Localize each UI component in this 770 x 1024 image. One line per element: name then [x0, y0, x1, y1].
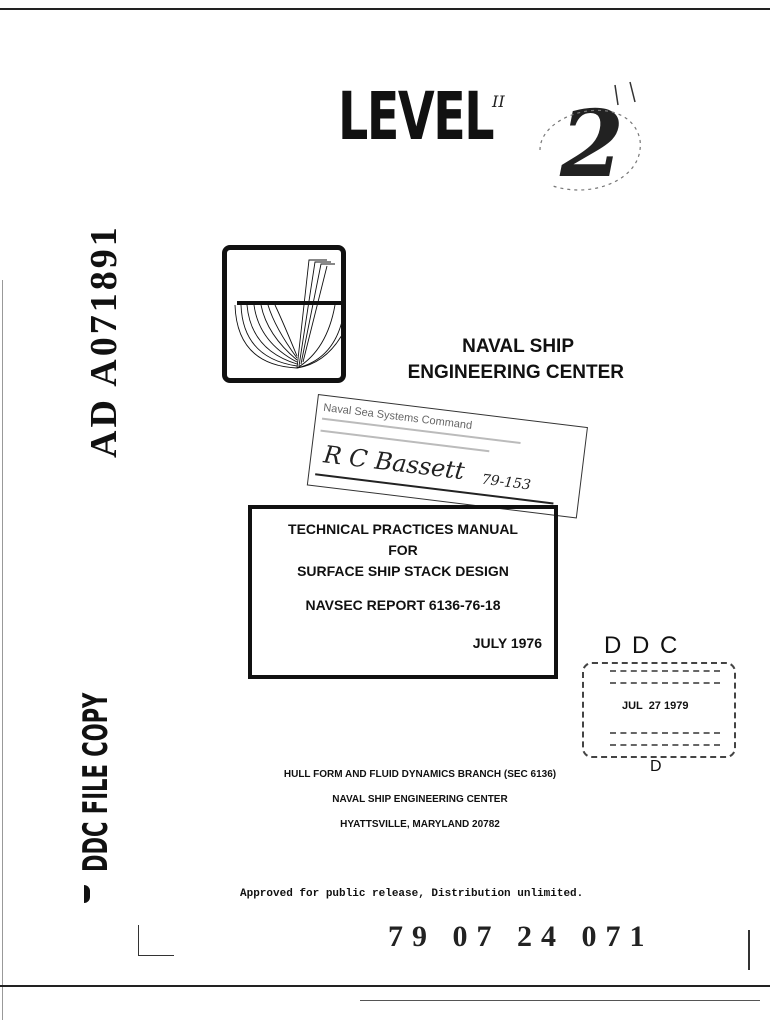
distribution-statement: Approved for public release, Distributio… — [240, 888, 584, 900]
handwritten-number: 2 — [560, 90, 625, 198]
signature: R C Bassett — [322, 440, 467, 486]
title-block: TECHNICAL PRACTICES MANUAL FOR SURFACE S… — [248, 505, 558, 679]
organization-line2: ENGINEERING CENTER — [407, 362, 624, 383]
ddc-received-stamp: D D C JUL 27 1979 D — [582, 632, 736, 782]
address-line3: HYATTSVILLE, MARYLAND 20782 — [340, 819, 500, 830]
level-stamp: LEVEL — [338, 78, 495, 155]
report-date: JULY 1976 — [472, 635, 542, 651]
ddc-date: JUL 27 1979 — [622, 700, 689, 712]
ddc-file-copy: DDC FILE COPY — [76, 692, 116, 872]
ddc-lettering-bottom — [610, 732, 720, 746]
navsec-logo — [222, 245, 346, 383]
level-handwritten: II — [492, 92, 505, 111]
top-rule — [0, 8, 770, 10]
footer-number: 79 07 24 071 — [388, 920, 654, 953]
ddc-bottom: D — [650, 758, 662, 775]
ddc-top: D D C — [604, 632, 680, 659]
title-line1: TECHNICAL PRACTICES MANUAL — [288, 521, 518, 537]
right-tick — [748, 930, 750, 970]
report-number: NAVSEC REPORT 6136-76-18 — [305, 597, 501, 613]
title-line3: SURFACE SHIP STACK DESIGN — [297, 563, 509, 579]
bullet-mark — [84, 885, 90, 903]
routing-stamp: Naval Sea Systems Command R C Bassett 79… — [306, 394, 588, 519]
corner-mark — [138, 925, 174, 956]
ddc-box — [582, 662, 736, 758]
handwritten-circle — [539, 81, 641, 191]
bottom-rule-2 — [360, 1000, 760, 1001]
address-line1: HULL FORM AND FLUID DYNAMICS BRANCH (SEC… — [283, 769, 557, 780]
bottom-rule — [0, 985, 770, 987]
stamp-note: 79-153 — [480, 471, 532, 494]
title-line2: FOR — [388, 542, 418, 558]
accession-number: AD A071891 — [83, 224, 125, 458]
ddc-lettering-top — [610, 670, 720, 684]
left-edge-rule — [2, 280, 3, 1020]
organization-line1: NAVAL SHIP — [462, 336, 574, 357]
address-line2: NAVAL SHIP ENGINEERING CENTER — [332, 794, 508, 805]
